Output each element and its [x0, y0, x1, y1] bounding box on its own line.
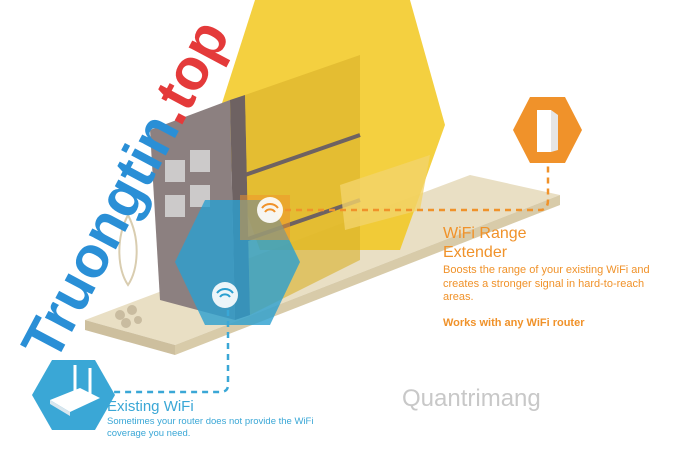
router-device-icon [212, 282, 238, 308]
extender-title: WiFi Range Extender [443, 224, 563, 262]
extender-title-line2: Extender [443, 244, 508, 261]
tree-decoration [118, 212, 138, 287]
existing-wifi-description: Sometimes your router does not provide t… [107, 416, 314, 439]
existing-wifi-title: Existing WiFi [107, 398, 194, 415]
extender-connector [285, 165, 550, 212]
paw-decoration [115, 305, 142, 328]
extender-device-icon [257, 197, 283, 223]
router-connector [108, 310, 230, 394]
router-icon [32, 360, 115, 430]
extender-description: Boosts the range of your existing WiFi a… [443, 264, 650, 303]
range-extender-icon [513, 97, 582, 163]
watermark-quantrimang: Quantrimang [402, 385, 541, 412]
extender-note: Works with any WiFi router [443, 317, 585, 329]
extender-title-line1: WiFi Range [443, 225, 527, 242]
